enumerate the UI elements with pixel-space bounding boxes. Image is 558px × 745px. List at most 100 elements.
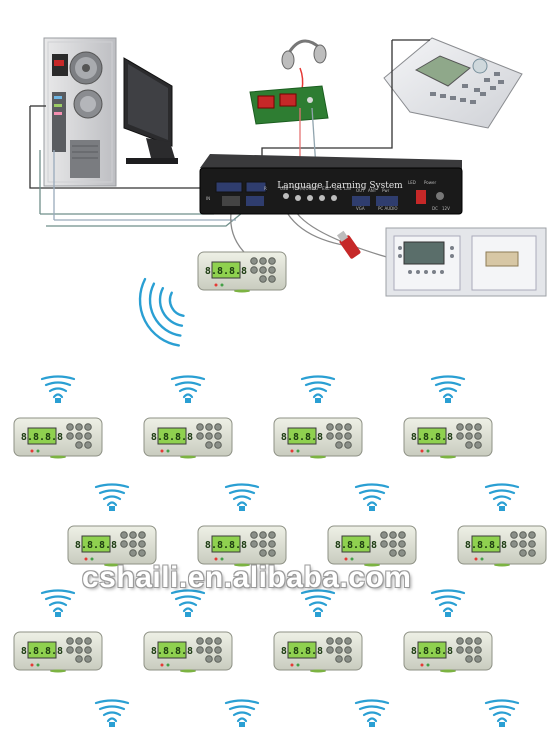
unit-button bbox=[250, 266, 258, 274]
unit-button bbox=[465, 432, 473, 440]
unit-button bbox=[326, 646, 334, 654]
unit-button bbox=[474, 423, 482, 431]
unit-button bbox=[214, 441, 222, 449]
unit-button bbox=[75, 646, 83, 654]
unit-button bbox=[250, 257, 258, 265]
unit-button bbox=[75, 432, 83, 440]
unit-button bbox=[528, 549, 536, 557]
unit-button bbox=[268, 540, 276, 548]
port-label: EXL bbox=[322, 186, 330, 191]
unit-button bbox=[344, 423, 352, 431]
port-label: Power bbox=[424, 180, 436, 185]
unit-button bbox=[205, 432, 213, 440]
unit-button bbox=[205, 646, 213, 654]
unit-button bbox=[75, 655, 83, 663]
unit-button bbox=[84, 637, 92, 645]
unit-display: 8.8.8.8 bbox=[465, 540, 507, 551]
unit-button bbox=[474, 637, 482, 645]
unit-button bbox=[326, 423, 334, 431]
unit-button bbox=[474, 441, 482, 449]
unit-display: 8.8.8.8 bbox=[335, 540, 377, 551]
wifi-icon bbox=[300, 589, 336, 617]
unit-button bbox=[214, 432, 222, 440]
unit-button bbox=[268, 531, 276, 539]
hub-title: Language Learning System bbox=[277, 181, 403, 191]
unit-button bbox=[465, 646, 473, 654]
teacher-console bbox=[383, 37, 523, 129]
unit-button bbox=[84, 646, 92, 654]
unit-display: 8.8.8.8 bbox=[411, 646, 453, 657]
unit-button bbox=[66, 432, 74, 440]
unit-button bbox=[84, 441, 92, 449]
wifi-icon bbox=[354, 483, 390, 511]
unit-button bbox=[326, 432, 334, 440]
unit-button bbox=[84, 655, 92, 663]
unit-button bbox=[268, 549, 276, 557]
unit-display: 8.8.8.8 bbox=[151, 432, 193, 443]
usb-stick bbox=[336, 230, 361, 259]
unit-button bbox=[214, 655, 222, 663]
wifi-icon bbox=[484, 699, 520, 727]
port-label: PC AUDIO bbox=[378, 206, 398, 211]
unit-button bbox=[335, 423, 343, 431]
unit-button bbox=[129, 531, 137, 539]
student-unit: 8.8.8.8 bbox=[273, 631, 363, 673]
unit-display: 8.8.8.8 bbox=[151, 646, 193, 657]
wireless-signals bbox=[40, 277, 520, 727]
unit-button bbox=[344, 441, 352, 449]
unit-button bbox=[528, 540, 536, 548]
student-unit: 8.8.8.8 bbox=[403, 631, 493, 673]
port-label: Pwr bbox=[382, 188, 390, 193]
unit-button bbox=[214, 637, 222, 645]
unit-display: 8.8.8.8 bbox=[281, 646, 323, 657]
unit-button bbox=[335, 655, 343, 663]
unit-button bbox=[519, 540, 527, 548]
unit-button bbox=[456, 637, 464, 645]
unit-display: 8.8.8.8 bbox=[281, 432, 323, 443]
student-unit: 8.8.8.8 bbox=[13, 417, 103, 459]
broadcast-icon bbox=[138, 277, 185, 347]
unit-button bbox=[205, 441, 213, 449]
unit-button bbox=[196, 646, 204, 654]
unit-button bbox=[205, 423, 213, 431]
port-label: VGA bbox=[356, 206, 365, 211]
port-label: LED bbox=[408, 180, 416, 185]
watermark: cshaili.en.alibaba.com bbox=[82, 561, 412, 594]
wifi-icon bbox=[430, 589, 466, 617]
unit-button bbox=[250, 540, 258, 548]
student-unit: 8.8.8.8 bbox=[403, 417, 493, 459]
unit-button bbox=[474, 646, 482, 654]
unit-button bbox=[66, 637, 74, 645]
unit-button bbox=[344, 432, 352, 440]
unit-button bbox=[519, 549, 527, 557]
port-label: TOP/R/ON bbox=[291, 186, 312, 191]
unit-button bbox=[344, 637, 352, 645]
unit-button bbox=[259, 275, 267, 283]
student-unit: 8.8.8.8 bbox=[143, 417, 233, 459]
port-label: 12V bbox=[442, 206, 450, 211]
unit-display: 8.8.8.8 bbox=[21, 432, 63, 443]
unit-button bbox=[214, 423, 222, 431]
wifi-icon bbox=[170, 375, 206, 403]
student-unit: 8.8.8.8 bbox=[197, 525, 287, 567]
student-unit: 8.8.8.8 bbox=[327, 525, 417, 567]
port-label: IN bbox=[206, 196, 210, 201]
unit-button bbox=[510, 540, 518, 548]
wifi-icon bbox=[224, 699, 260, 727]
unit-button bbox=[259, 531, 267, 539]
monitor bbox=[123, 57, 178, 164]
computer-tower bbox=[43, 37, 117, 187]
student-unit: 8.8.8.8 bbox=[13, 631, 103, 673]
student-unit: 8.8.8.8 bbox=[197, 251, 287, 293]
wifi-icon bbox=[40, 375, 76, 403]
wifi-icon bbox=[354, 699, 390, 727]
language-learning-hub: Language Learning System IN R USB TOP/R/… bbox=[199, 154, 463, 215]
unit-button bbox=[335, 646, 343, 654]
unit-display: 8.8.8.8 bbox=[205, 540, 247, 551]
unit-button bbox=[259, 549, 267, 557]
unit-display: 8.8.8.8 bbox=[21, 646, 63, 657]
unit-button bbox=[380, 540, 388, 548]
unit-button bbox=[259, 540, 267, 548]
wifi-icon bbox=[40, 589, 76, 617]
wifi-icon bbox=[300, 375, 336, 403]
